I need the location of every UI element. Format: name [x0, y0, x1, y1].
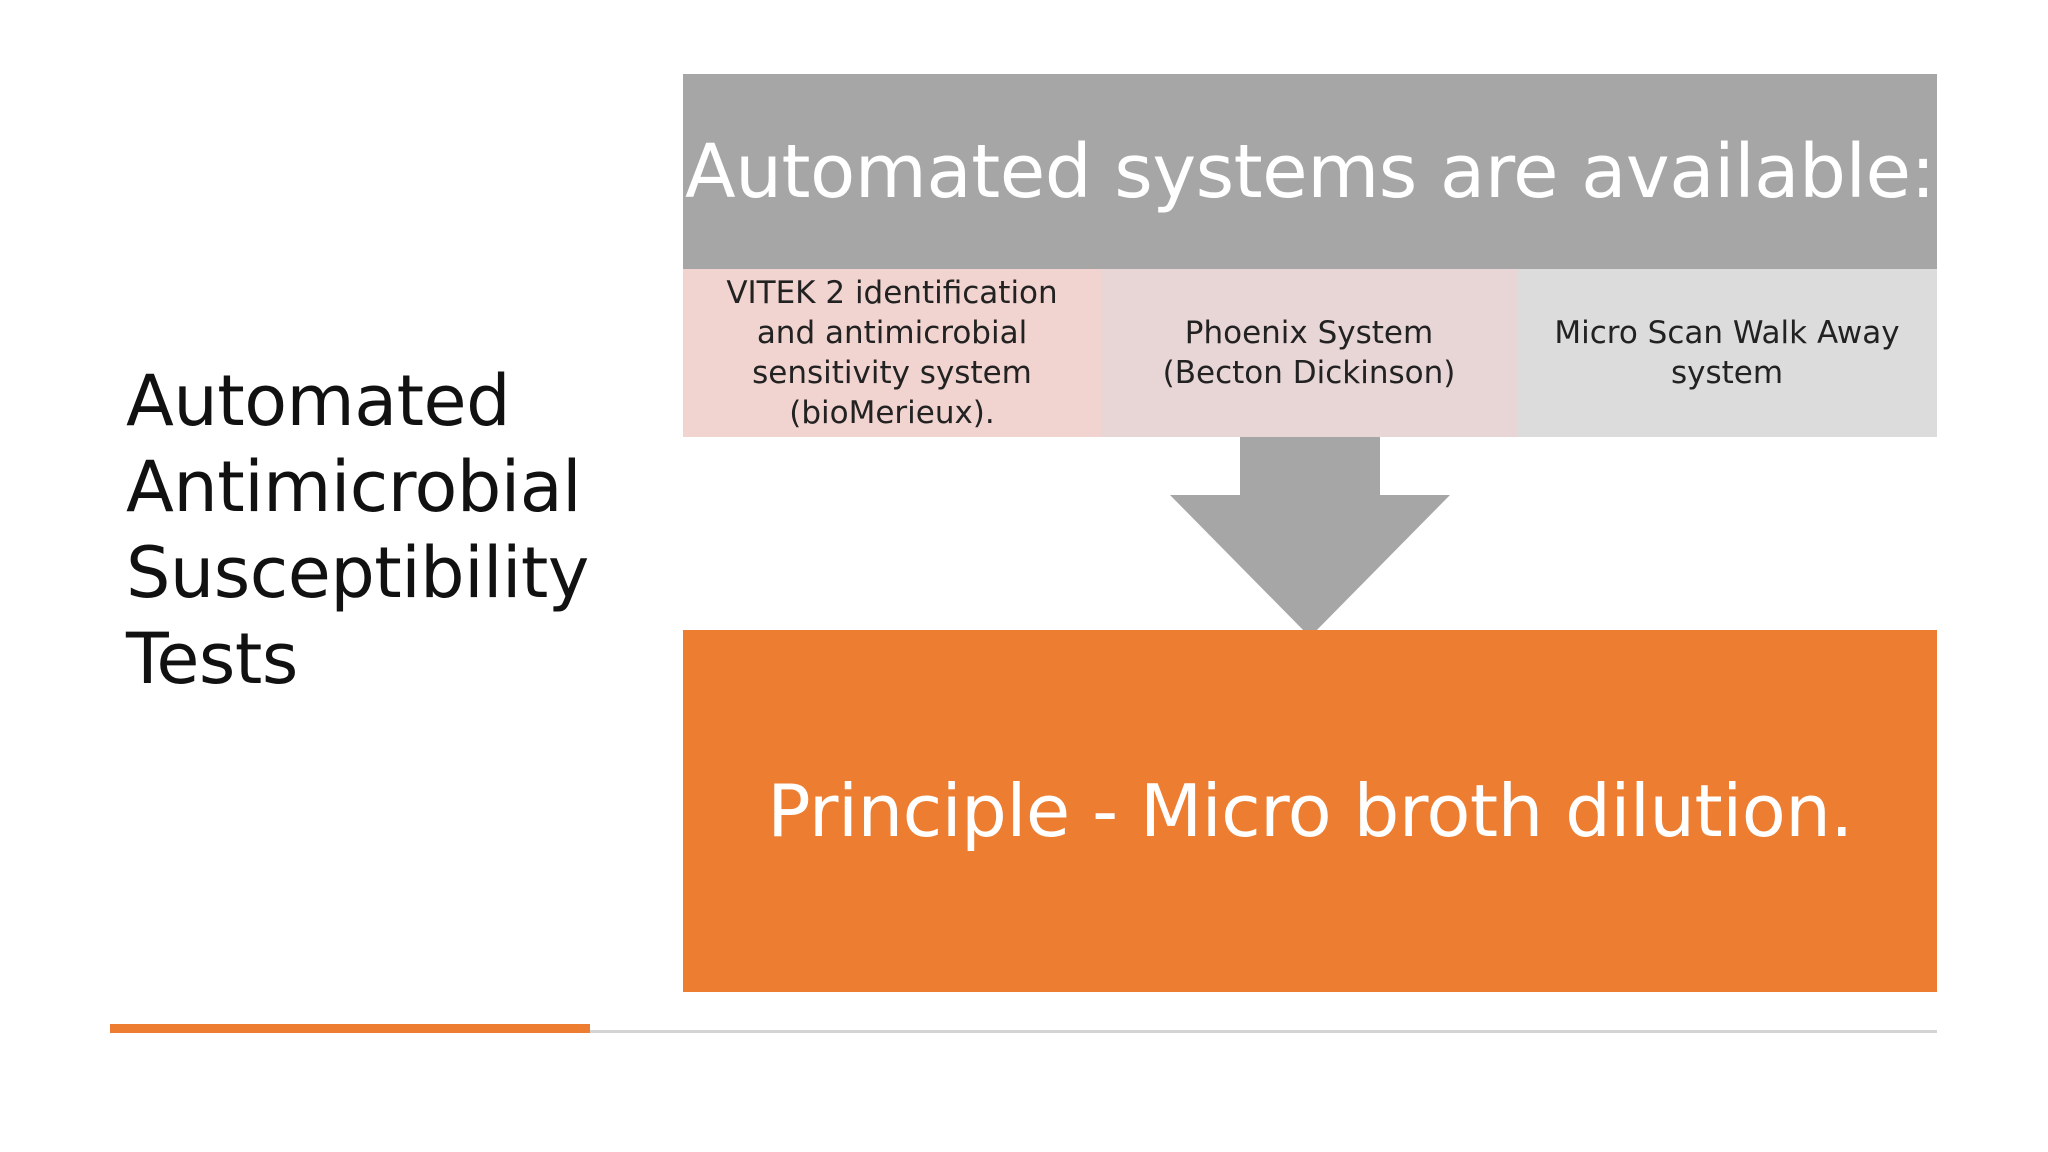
- system-box-microscan: Micro Scan Walk Away system: [1517, 269, 1937, 437]
- system-label-phoenix: Phoenix System (Becton Dickinson): [1162, 315, 1456, 391]
- principle-text: Principle - Micro broth dilution.: [767, 769, 1853, 853]
- rule-line: [590, 1030, 1937, 1033]
- system-box-vitek: VITEK 2 identification and antimicrobial…: [683, 269, 1101, 437]
- system-label-vitek: VITEK 2 identification and antimicrobial…: [726, 275, 1058, 431]
- header-text: Automated systems are available:: [684, 128, 1936, 215]
- system-label-microscan: Micro Scan Walk Away system: [1554, 315, 1900, 391]
- slide-title: Automated Antimicrobial Susceptibility T…: [126, 360, 589, 700]
- accent-line: [110, 1024, 590, 1033]
- system-box-phoenix: Phoenix System (Becton Dickinson): [1101, 269, 1517, 437]
- header-box: Automated systems are available:: [683, 74, 1937, 269]
- down-arrow-icon: [1170, 437, 1450, 637]
- principle-box: Principle - Micro broth dilution.: [683, 630, 1937, 992]
